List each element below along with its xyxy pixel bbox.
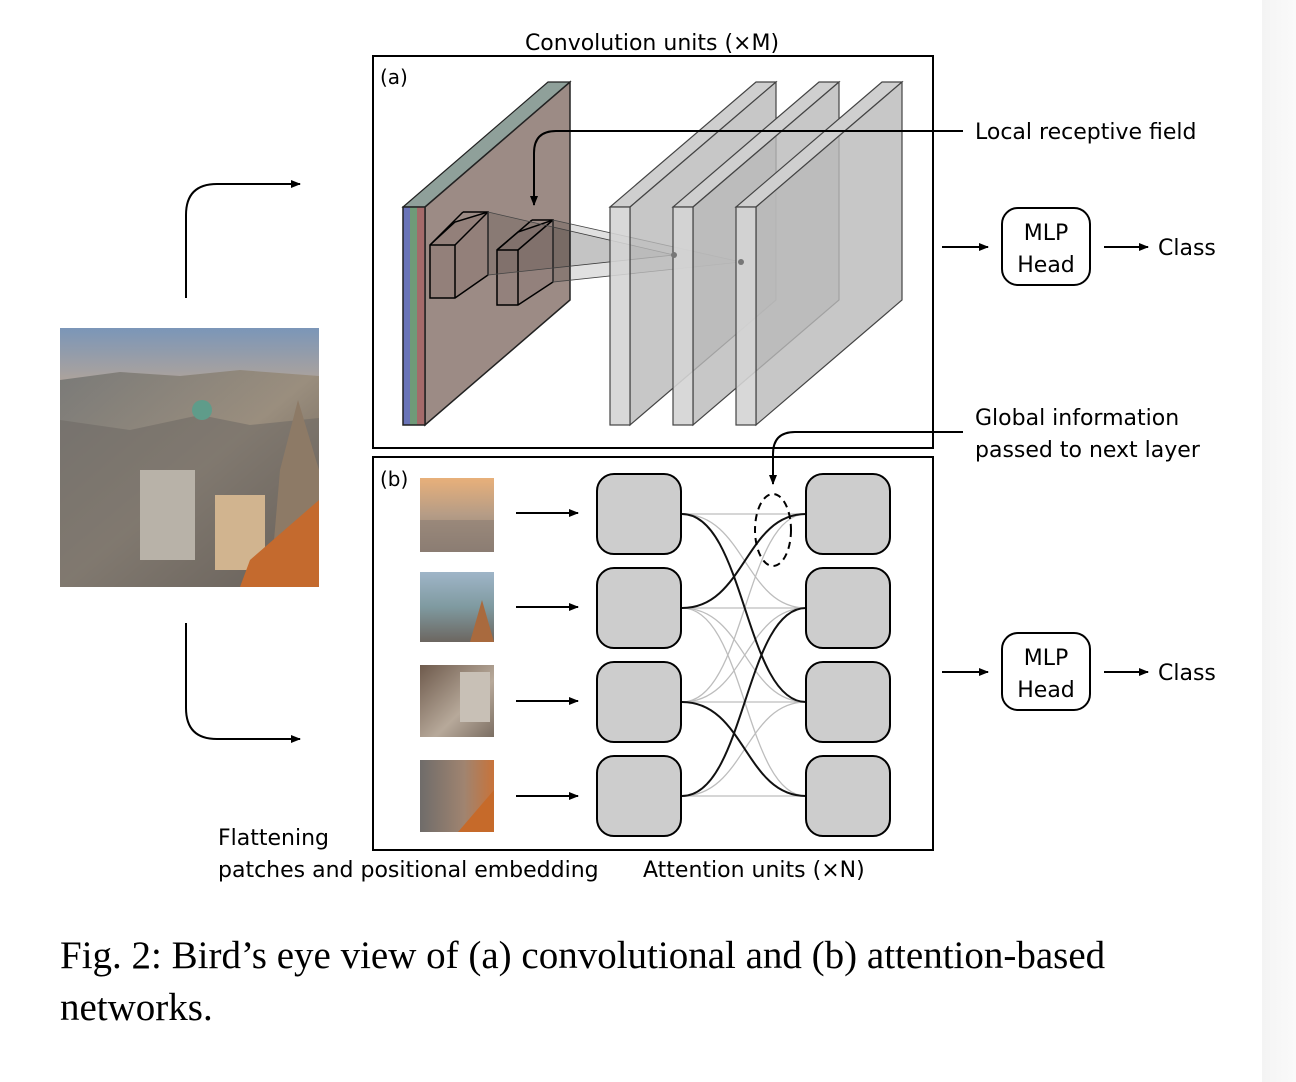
patch-tile-1 bbox=[420, 478, 494, 552]
panel-a-frame bbox=[372, 55, 934, 449]
receptive-field-cube-2 bbox=[496, 218, 554, 306]
attention-node-r3 bbox=[805, 661, 891, 743]
attention-node-r2 bbox=[805, 567, 891, 649]
global-info-label-line2: passed to next layer bbox=[975, 438, 1201, 463]
branch-arrow-to-conv bbox=[185, 180, 301, 298]
global-info-label-line1: Global information bbox=[975, 406, 1179, 431]
receptive-point-1 bbox=[671, 252, 677, 258]
patch-tile-3 bbox=[420, 665, 494, 737]
mlp-head-bottom-line1: MLP bbox=[1024, 646, 1069, 671]
mlp-head-top-line2: Head bbox=[1017, 253, 1075, 278]
panel-a-label: (a) bbox=[380, 65, 408, 89]
local-receptive-field-label: Local receptive field bbox=[975, 120, 1196, 145]
class-label-bottom: Class bbox=[1158, 661, 1216, 686]
receptive-field-cube-1 bbox=[429, 210, 489, 299]
page-scrollbar[interactable] bbox=[1262, 0, 1296, 1082]
mlp-head-top bbox=[1001, 207, 1091, 286]
mlp-head-bottom-line2: Head bbox=[1017, 678, 1075, 703]
flattening-label-line1: Flattening bbox=[218, 826, 329, 851]
receptive-point-2 bbox=[738, 259, 744, 265]
class-label-top: Class bbox=[1158, 236, 1216, 261]
branch-arrow-to-attention bbox=[185, 623, 301, 743]
input-image bbox=[60, 328, 319, 587]
global-info-highlight bbox=[754, 493, 792, 567]
panel-b-label: (b) bbox=[380, 467, 408, 491]
conv-layer-3 bbox=[734, 80, 904, 427]
patch-tile-4 bbox=[420, 760, 494, 832]
attention-node-l2 bbox=[596, 567, 682, 649]
panel-b-frame bbox=[372, 456, 934, 851]
attention-connections-faint bbox=[681, 513, 807, 797]
figure-caption: Fig. 2: Bird’s eye view of (a) convoluti… bbox=[60, 934, 1106, 1029]
attention-connections-strong bbox=[681, 513, 807, 797]
attention-node-l3 bbox=[596, 661, 682, 743]
local-receptive-field-arrow bbox=[530, 130, 963, 206]
figure-diagram: Convolution units (×M) (a) bbox=[60, 31, 1216, 883]
patch-tile-2 bbox=[420, 572, 494, 642]
attention-node-r4 bbox=[805, 755, 891, 837]
global-info-arrow bbox=[769, 431, 963, 485]
attention-node-l1 bbox=[596, 473, 682, 555]
attention-node-r1 bbox=[805, 473, 891, 555]
mlp-head-bottom bbox=[1001, 632, 1091, 711]
mlp-head-top-line1: MLP bbox=[1024, 221, 1069, 246]
conv-units-title: Convolution units (×M) bbox=[525, 31, 779, 56]
attention-units-label: Attention units (×N) bbox=[643, 858, 865, 883]
flattening-label-line2: patches and positional embedding bbox=[218, 858, 599, 883]
attention-node-l4 bbox=[596, 755, 682, 837]
